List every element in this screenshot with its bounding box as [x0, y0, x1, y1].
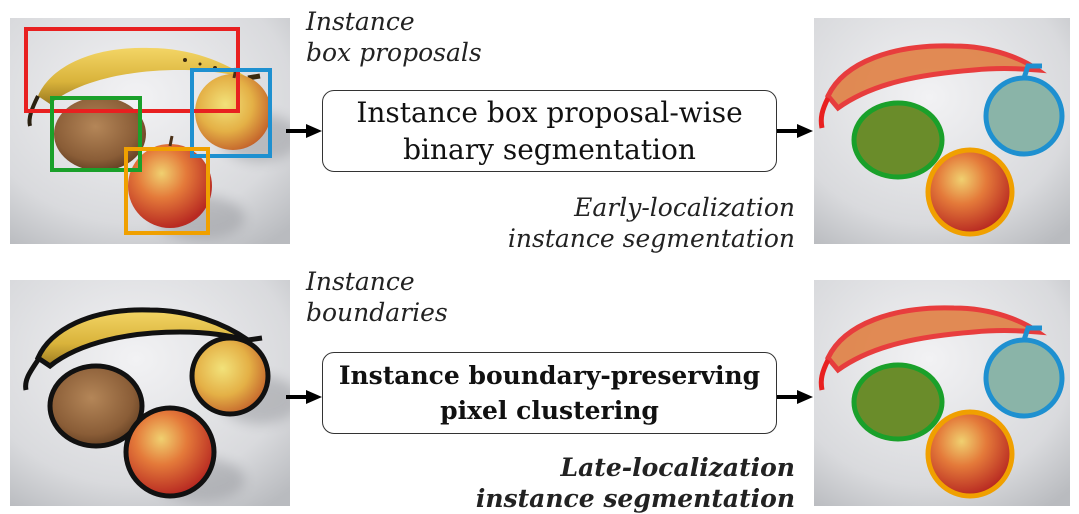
top-input-caption: Instance box proposals [306, 6, 482, 68]
top-method-caption: Early-localization instance segmentation [508, 192, 795, 254]
caption-line: Instance [306, 7, 415, 36]
arrow-right-icon [777, 390, 813, 404]
arrow-right-icon [286, 124, 322, 138]
process-line: pixel clustering [440, 396, 659, 425]
caption-line: box proposals [306, 38, 482, 67]
arrow-right-icon [777, 124, 813, 138]
caption-line: boundaries [306, 298, 448, 327]
process-line: binary segmentation [403, 133, 696, 166]
caption-line: instance segmentation [507, 224, 795, 253]
caption-line: Early-localization [574, 193, 795, 222]
input-image-top [10, 18, 290, 244]
output-image-top [814, 18, 1070, 244]
process-box-top: Instance box proposal-wise binary segmen… [322, 90, 777, 172]
process-line: Instance boundary-preserving [338, 361, 761, 390]
output-image-bottom [814, 280, 1070, 506]
caption-line: Late-localization [560, 453, 796, 482]
input-image-bottom [10, 280, 290, 506]
process-line: Instance box proposal-wise [356, 96, 743, 129]
arrow-right-icon [286, 390, 322, 404]
bottom-input-caption: Instance boundaries [306, 266, 448, 328]
caption-line: Instance [306, 267, 415, 296]
caption-line: instance segmentation [475, 484, 795, 513]
bottom-method-caption: Late-localization instance segmentation [476, 452, 795, 514]
process-box-bottom: Instance boundary-preserving pixel clust… [322, 352, 777, 434]
